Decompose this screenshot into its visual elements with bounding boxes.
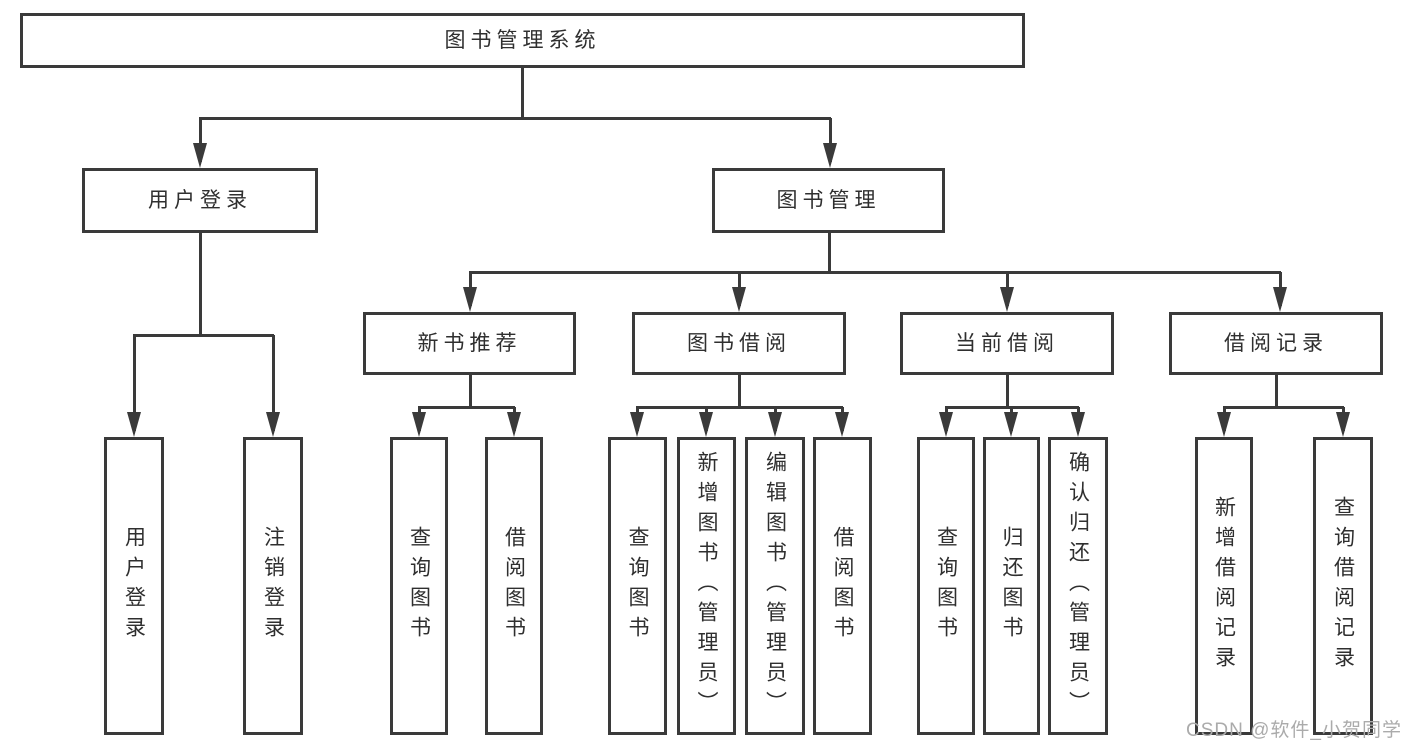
node-label: 借阅图书 — [502, 526, 526, 646]
node-label: 图书管理 — [776, 188, 881, 212]
connector-hline — [469, 271, 1281, 274]
arrowhead-down-icon — [699, 412, 713, 437]
arrowhead-down-icon — [630, 412, 644, 437]
connector-vline — [272, 335, 275, 431]
node-leaf-query-books-current: 查询图书 — [917, 437, 975, 735]
connector-hline — [636, 406, 843, 409]
node-leaf-return-books: 归还图书 — [983, 437, 1040, 735]
connector-hline — [199, 117, 831, 120]
arrowhead-down-icon — [1273, 287, 1287, 312]
node-label: 归还图书 — [1000, 526, 1023, 646]
connector-hline — [418, 406, 515, 409]
arrowhead-down-icon — [193, 143, 207, 168]
node-borrowing-records: 借阅记录 — [1169, 312, 1383, 375]
node-leaf-query-books-borrowing: 查询图书 — [608, 437, 667, 735]
node-leaf-borrow-books-borrowing: 借阅图书 — [813, 437, 872, 735]
arrowhead-down-icon — [768, 412, 782, 437]
connector-vline — [1275, 375, 1278, 407]
node-label: 图书管理系统 — [444, 28, 601, 52]
node-book-management-system: 图书管理系统 — [20, 13, 1025, 68]
arrowhead-down-icon — [1004, 412, 1018, 437]
csdn-watermark: CSDN @软件_小贺同学 — [1186, 720, 1402, 741]
arrowhead-down-icon — [1071, 412, 1085, 437]
node-book-borrowing: 图书借阅 — [632, 312, 846, 375]
node-new-book-recommend: 新书推荐 — [363, 312, 576, 375]
node-label: 图书借阅 — [687, 331, 791, 355]
node-leaf-add-borrow-record: 新增借阅记录 — [1195, 437, 1253, 735]
arrowhead-down-icon — [939, 412, 953, 437]
node-user-login: 用户登录 — [82, 168, 318, 233]
arrowhead-down-icon — [127, 412, 141, 437]
node-leaf-confirm-return-admin: 确认归还（管理员） — [1048, 437, 1108, 735]
arrowhead-down-icon — [266, 412, 280, 437]
node-label: 查询图书 — [407, 526, 431, 646]
connector-vline — [199, 233, 202, 335]
node-label: 新增借阅记录 — [1212, 496, 1236, 676]
node-label: 新书推荐 — [417, 331, 522, 355]
connector-vline — [1006, 375, 1009, 407]
arrowhead-down-icon — [835, 412, 849, 437]
node-leaf-edit-books-admin: 编辑图书（管理员） — [745, 437, 805, 735]
node-book-management: 图书管理 — [712, 168, 945, 233]
node-label: 查询图书 — [934, 526, 958, 646]
node-label: 注销登录 — [261, 526, 285, 646]
node-leaf-logout: 注销登录 — [243, 437, 303, 735]
node-label: 用户登录 — [122, 526, 146, 646]
arrowhead-down-icon — [732, 287, 746, 312]
node-label: 查询借阅记录 — [1331, 496, 1355, 676]
connector-vline — [521, 68, 524, 118]
connector-vline — [829, 118, 832, 162]
node-label: 借阅记录 — [1224, 331, 1328, 355]
connector-vline — [469, 375, 472, 407]
node-label: 用户登录 — [148, 188, 252, 212]
node-label: 查询图书 — [626, 526, 649, 646]
node-label: 新增图书（管理员） — [695, 451, 718, 721]
arrowhead-down-icon — [412, 412, 426, 437]
arrowhead-down-icon — [463, 287, 477, 312]
arrowhead-down-icon — [1000, 287, 1014, 312]
arrowhead-down-icon — [823, 143, 837, 168]
connector-vline — [738, 375, 741, 407]
node-leaf-user-login: 用户登录 — [104, 437, 164, 735]
connector-vline — [133, 335, 136, 431]
node-current-borrowing: 当前借阅 — [900, 312, 1114, 375]
connector-vline — [828, 233, 831, 272]
node-label: 确认归还（管理员） — [1066, 451, 1090, 721]
node-label: 当前借阅 — [955, 331, 1059, 355]
node-label: 借阅图书 — [831, 526, 854, 646]
node-leaf-borrow-books-recommend: 借阅图书 — [485, 437, 543, 735]
arrowhead-down-icon — [507, 412, 521, 437]
connector-hline — [1223, 406, 1344, 409]
node-label: 编辑图书（管理员） — [763, 451, 787, 721]
arrowhead-down-icon — [1336, 412, 1350, 437]
connector-hline — [133, 334, 274, 337]
node-leaf-query-books-recommend: 查询图书 — [390, 437, 448, 735]
node-leaf-add-books-admin: 新增图书（管理员） — [677, 437, 736, 735]
connector-vline — [199, 118, 202, 162]
arrowhead-down-icon — [1217, 412, 1231, 437]
node-leaf-query-borrow-record: 查询借阅记录 — [1313, 437, 1373, 735]
